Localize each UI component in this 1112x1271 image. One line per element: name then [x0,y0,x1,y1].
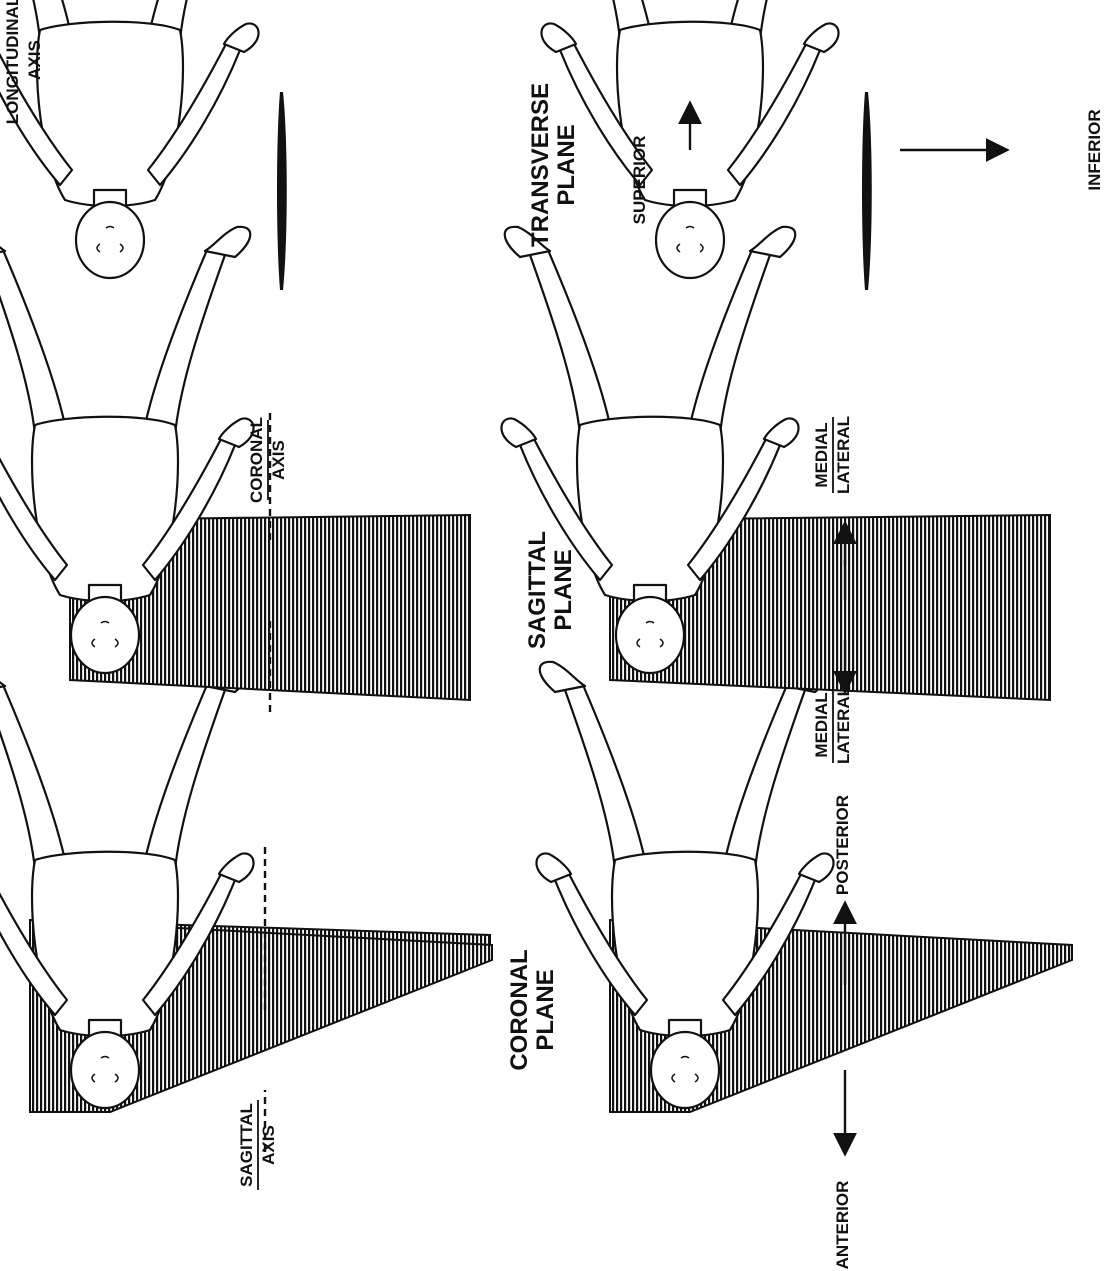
sagittal-axis-label-top: SAGITTAL [237,1103,256,1187]
longitudinal-axis-label-top: LONGITUDINAL [3,0,22,124]
transverse-plane-bottom [862,92,872,290]
coronal-panel-top [0,662,492,1152]
sagittal-axis-label-bottom: AXIS [259,1125,278,1165]
sagittal-title-line1: SAGITTAL [524,531,551,649]
transverse-plane-top [277,92,287,290]
sagittal-panel-bottom [501,227,1050,700]
medial-label-left: MEDIAL [812,692,831,757]
coronal-panel-bottom [536,662,1072,1152]
medial-label-right: MEDIAL [812,422,831,487]
posterior-label: POSTERIOR [833,795,852,895]
coronal-axis-label-top: CORONAL [247,417,266,503]
transverse-title-line2: PLANE [553,124,580,205]
superior-label: SUPERIOR [630,136,649,225]
anterior-label: ANTERIOR [833,1181,852,1270]
lateral-label-right: LATERAL [834,416,853,494]
sagittal-panel-top [0,227,470,712]
longitudinal-axis-label-bottom: AXIS [25,40,44,80]
coronal-axis-label-bottom: AXIS [269,440,288,480]
sagittal-title-line2: PLANE [550,549,577,630]
transverse-title-line1: TRANSVERSE [527,83,554,247]
lateral-label-left: LATERAL [834,686,853,764]
coronal-title-line2: PLANE [532,969,559,1050]
coronal-title-line1: CORONAL [506,949,533,1070]
inferior-label: INFERIOR [1085,109,1104,190]
